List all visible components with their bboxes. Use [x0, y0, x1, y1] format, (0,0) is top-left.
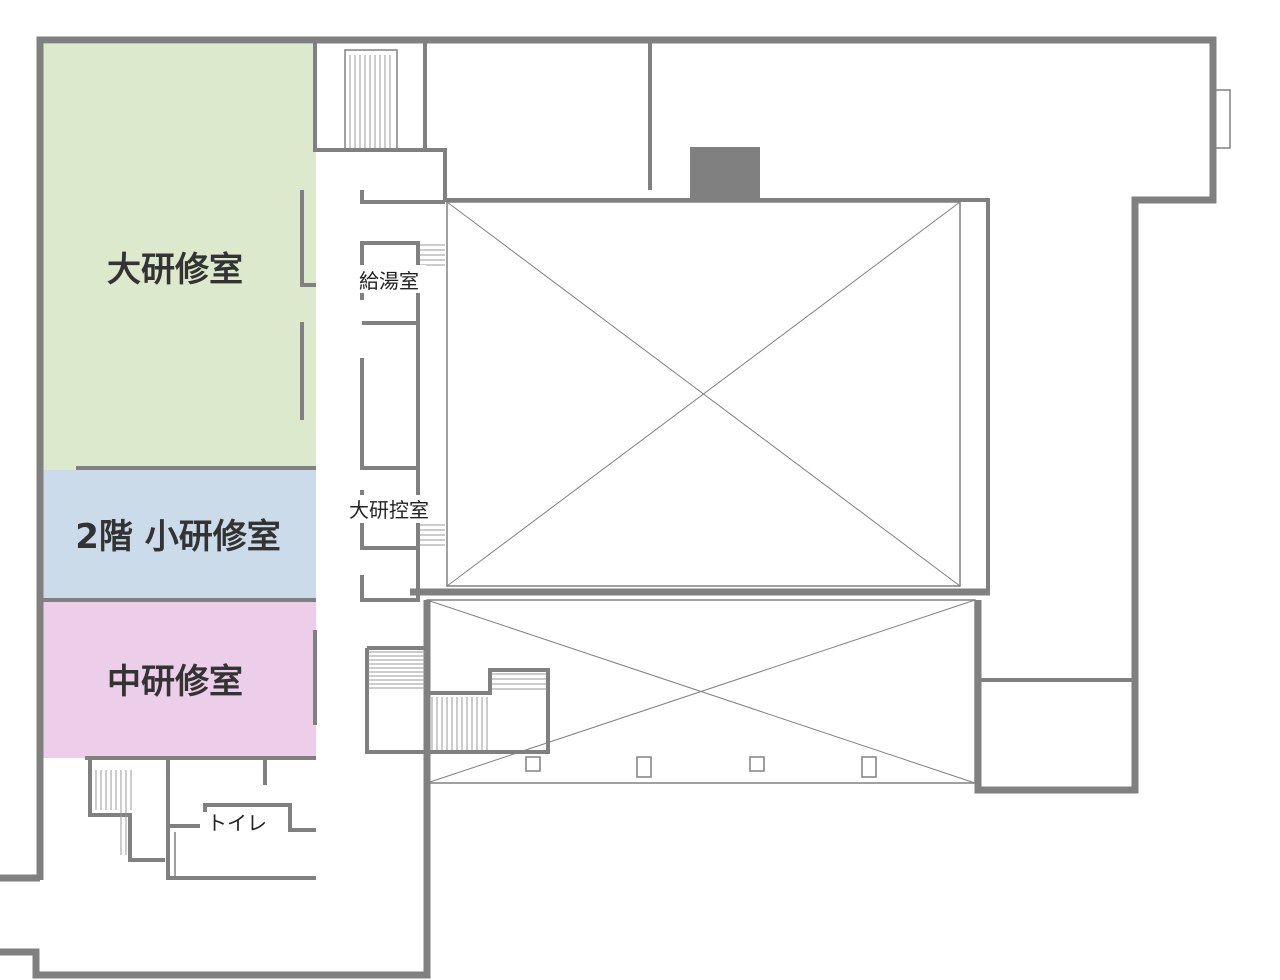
- small-training-room[interactable]: [40, 470, 316, 600]
- stairs-middle: [365, 646, 550, 754]
- large-training-room-label: 大研修室: [107, 250, 243, 290]
- stairs-top: [344, 49, 398, 151]
- stair-treads: [95, 55, 546, 855]
- medium-training-room-label: 中研修室: [107, 662, 243, 702]
- medium-training-room[interactable]: [40, 602, 316, 758]
- large-training-room[interactable]: [40, 44, 316, 470]
- kitchenette-label: 給湯室: [359, 269, 419, 293]
- walls: [0, 36, 1231, 979]
- toilet-label: トイレ: [207, 811, 267, 835]
- anteroom-label: 大研控室: [349, 498, 429, 522]
- small-training-room-label: 2階 小研修室: [75, 517, 281, 557]
